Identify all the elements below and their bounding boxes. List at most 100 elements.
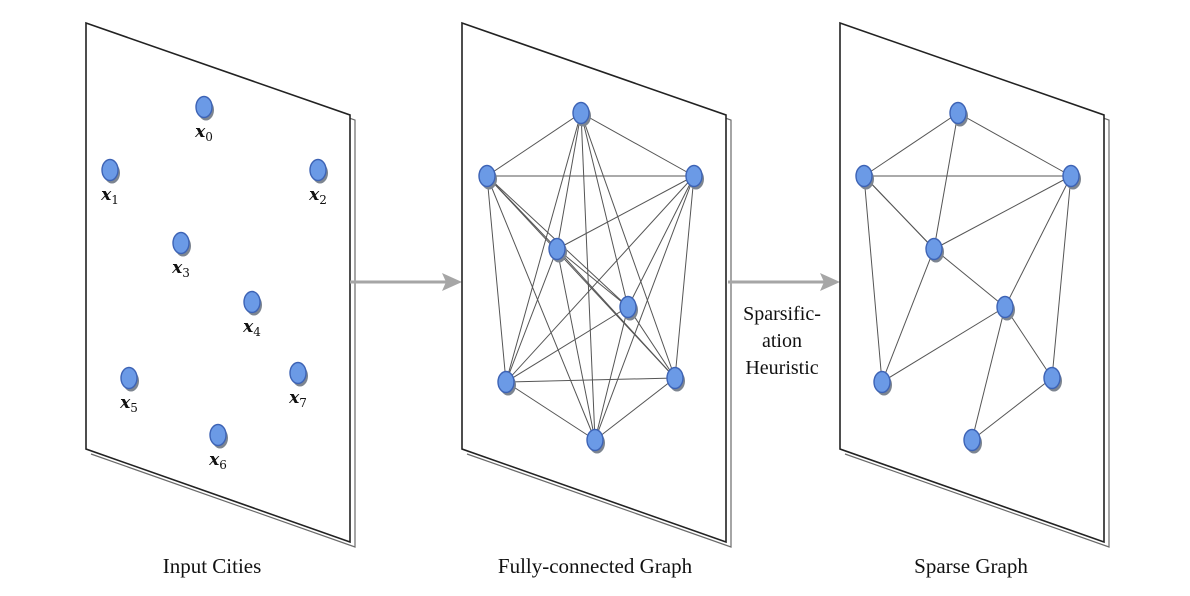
graph-edge — [580, 112, 676, 379]
input-cities-caption: Input Cities — [163, 554, 262, 578]
graph-edge — [971, 377, 1053, 441]
fully-connected-panel — [461, 21, 732, 548]
graph-node — [666, 366, 685, 392]
city-label-base: x — [119, 393, 131, 413]
arrow-to-sparse-graph — [728, 273, 840, 291]
graph-node — [1043, 366, 1062, 392]
city-label: x6 — [208, 450, 227, 472]
graph-edge — [594, 377, 676, 441]
graph-node — [478, 164, 497, 190]
city-nodes — [101, 95, 328, 449]
city-label: x0 — [194, 122, 213, 144]
heuristic-line-2: ation — [762, 330, 802, 352]
arrow-to-full-graph — [350, 273, 462, 291]
graph-node — [619, 295, 638, 321]
sparse-graph-panel — [839, 21, 1110, 548]
city-label-subscript: 4 — [253, 325, 261, 339]
city-label: x4 — [242, 317, 261, 339]
graph-edge — [580, 112, 629, 308]
graph-node — [873, 370, 892, 396]
graph-edge — [556, 248, 629, 308]
city-label: x7 — [288, 388, 307, 410]
graph-edge — [594, 306, 629, 441]
city-node — [243, 290, 262, 316]
full-graph-nodes — [478, 101, 704, 454]
graph-edge — [933, 112, 959, 250]
graph-edge — [674, 175, 695, 379]
graph-node — [963, 428, 982, 454]
city-label: x3 — [171, 258, 190, 280]
graph-edge — [594, 175, 695, 441]
graph-edge — [933, 175, 1072, 250]
graph-edge — [505, 175, 695, 383]
graph-edge — [863, 175, 935, 250]
graph-edge — [1004, 175, 1072, 308]
graph-edge — [580, 112, 596, 441]
city-label: x1 — [100, 185, 119, 207]
graph-edge — [933, 248, 1006, 308]
city-node — [172, 231, 191, 257]
city-label-subscript: 6 — [219, 458, 227, 472]
city-label: x2 — [308, 185, 327, 207]
graph-edge — [505, 248, 558, 383]
city-label-base: x — [194, 122, 206, 142]
city-node — [309, 158, 328, 184]
graph-edge — [505, 381, 596, 441]
graph-edge — [971, 306, 1006, 441]
graph-edge — [505, 112, 582, 383]
city-label: x5 — [119, 393, 138, 415]
city-node — [101, 158, 120, 184]
graph-edge — [1004, 306, 1053, 379]
graph-edge — [627, 306, 676, 379]
city-label-base: x — [208, 450, 220, 470]
graph-edge — [881, 248, 935, 383]
sparsification-heuristic-label: Sparsific- ation Heuristic — [733, 296, 831, 382]
graph-node — [855, 164, 874, 190]
graph-node — [572, 101, 591, 127]
heuristic-line-3: Heuristic — [745, 357, 818, 379]
graph-edge — [957, 112, 1072, 177]
graph-edge — [505, 306, 629, 383]
graph-edge — [486, 112, 582, 177]
graph-edge — [505, 377, 676, 383]
city-label-base: x — [288, 388, 300, 408]
graph-node — [548, 237, 567, 263]
city-label-subscript: 1 — [111, 193, 119, 207]
graph-edge — [556, 248, 596, 441]
graph-node — [1062, 164, 1081, 190]
graph-edge — [486, 175, 507, 383]
graph-edge — [627, 175, 695, 308]
city-label-subscript: 3 — [182, 266, 190, 280]
graph-edge — [863, 112, 959, 177]
city-node — [289, 361, 308, 387]
city-label-base: x — [308, 185, 320, 205]
graph-edge — [863, 175, 883, 383]
heuristic-line-1: Sparsific- — [743, 303, 821, 325]
graph-edge — [556, 112, 582, 250]
graph-node — [497, 370, 516, 396]
graph-node — [996, 295, 1015, 321]
full-graph-edges — [486, 112, 695, 441]
city-node — [209, 423, 228, 449]
city-label-base: x — [100, 185, 112, 205]
sparse-graph-edges — [863, 112, 1072, 441]
city-label-subscript: 0 — [205, 130, 213, 144]
city-label-subscript: 7 — [299, 396, 307, 410]
graph-edge — [1051, 175, 1072, 379]
graph-edge — [486, 175, 596, 441]
city-label-subscript: 2 — [319, 193, 327, 207]
city-label-base: x — [171, 258, 183, 278]
graph-node — [586, 428, 605, 454]
city-node — [120, 366, 139, 392]
city-label-base: x — [242, 317, 254, 337]
graph-edge — [556, 175, 695, 250]
city-node — [195, 95, 214, 121]
graph-edge — [556, 248, 676, 379]
fully-connected-caption: Fully-connected Graph — [498, 554, 693, 578]
graph-node — [685, 164, 704, 190]
graph-node — [925, 237, 944, 263]
sparse-graph-caption: Sparse Graph — [914, 554, 1028, 578]
